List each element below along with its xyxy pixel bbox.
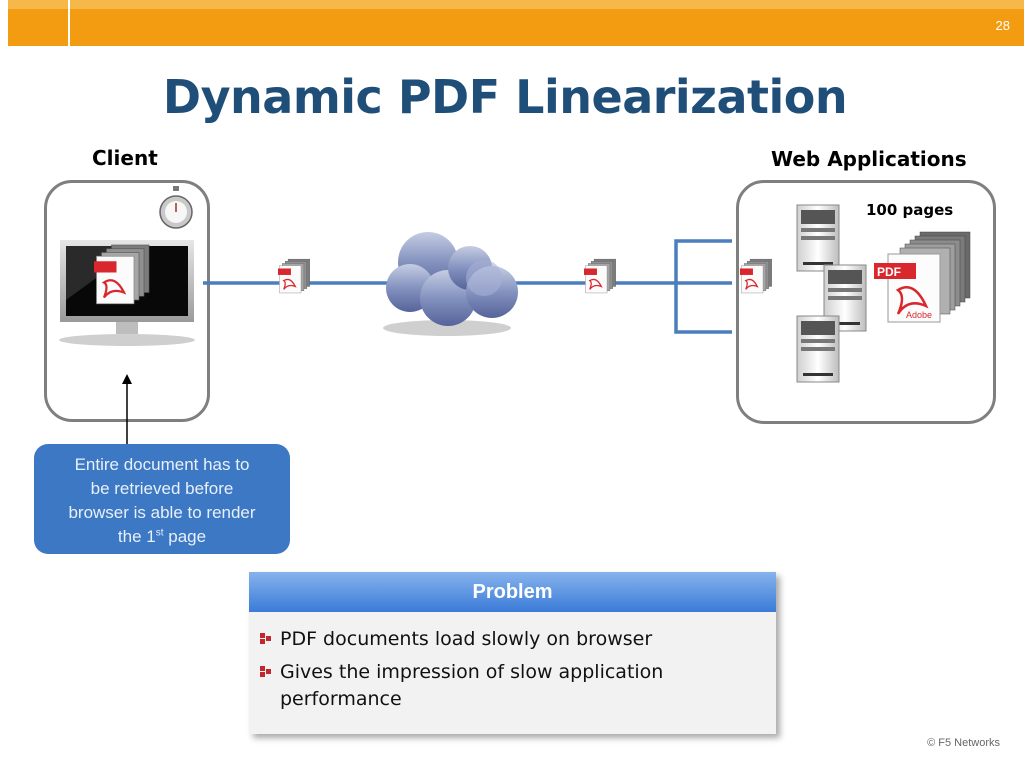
slide-number: 28 (995, 18, 1010, 33)
callout-line: the 1st page (117, 527, 207, 546)
web-applications-label: Web Applications (771, 147, 967, 171)
server-document-icon (739, 258, 773, 294)
problem-bullet: PDF documents load slowly on browser (249, 626, 776, 653)
client-label: Client (92, 146, 158, 170)
callout-arrowhead (122, 374, 132, 384)
stopwatch-icon (159, 186, 193, 229)
header-divider (68, 0, 70, 46)
header-highlight (0, 0, 1024, 9)
problem-bullet-text: Gives the impression of slow application… (280, 661, 664, 710)
packet-document-icon (277, 258, 311, 294)
cloud-icon (383, 232, 518, 336)
server-bus (674, 239, 732, 334)
pdf-stack-text: PDF (877, 265, 901, 279)
packet-document-icon (583, 258, 617, 294)
callout-line: Entire document has to (74, 455, 250, 474)
callout-box: Entire document has to be retrieved befo… (34, 444, 290, 554)
problem-bullet-text: PDF documents load slowly on browser (280, 628, 653, 650)
header-left-gap (0, 0, 8, 46)
problem-panel: Problem PDF documents load slowly on bro… (249, 572, 776, 734)
callout-line: browser is able to render (68, 503, 256, 522)
server-tower-icon (796, 315, 840, 383)
problem-panel-header: Problem (249, 572, 776, 612)
server-tower-icon (796, 204, 840, 272)
callout-line: be retrieved before (90, 479, 234, 498)
bullet-icon (260, 666, 271, 677)
problem-bullet: Gives the impression of slow application… (249, 659, 700, 713)
bullet-icon (260, 633, 271, 644)
pages-count-label: 100 pages (866, 201, 954, 219)
monitor-pdf-document-icon (92, 243, 151, 305)
pdf-stack-brand: Adobe (906, 310, 932, 320)
footer-copyright: © F5 Networks (927, 737, 1000, 749)
pdf-stack-icon (874, 231, 971, 323)
slide-title: Dynamic PDF Linearization (162, 70, 848, 124)
